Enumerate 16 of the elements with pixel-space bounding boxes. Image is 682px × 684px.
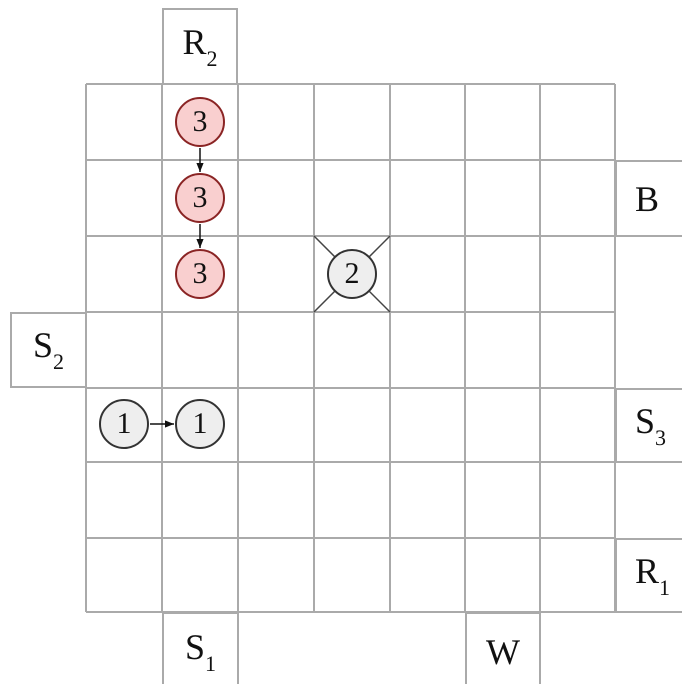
numbered-circle: 3	[175, 97, 225, 147]
crossed-circle: 2	[327, 249, 377, 299]
label-cell: R$_{1}$	[615, 538, 682, 613]
label-cell: R$_{2}$	[162, 8, 238, 85]
arrow	[150, 420, 174, 428]
arrow	[196, 148, 204, 172]
label-cell: S$_{3}$	[615, 388, 682, 463]
label-cell: S$_{1}$	[162, 612, 239, 684]
label-cell: B	[615, 160, 682, 237]
numbered-circle: 1	[99, 399, 149, 449]
numbered-circle: 3	[175, 173, 225, 223]
label-cell: S$_{2}$	[10, 312, 87, 388]
label-cell: W	[465, 612, 541, 684]
numbered-circle: 1	[175, 399, 225, 449]
numbered-circle: 3	[175, 249, 225, 299]
arrow	[196, 224, 204, 248]
